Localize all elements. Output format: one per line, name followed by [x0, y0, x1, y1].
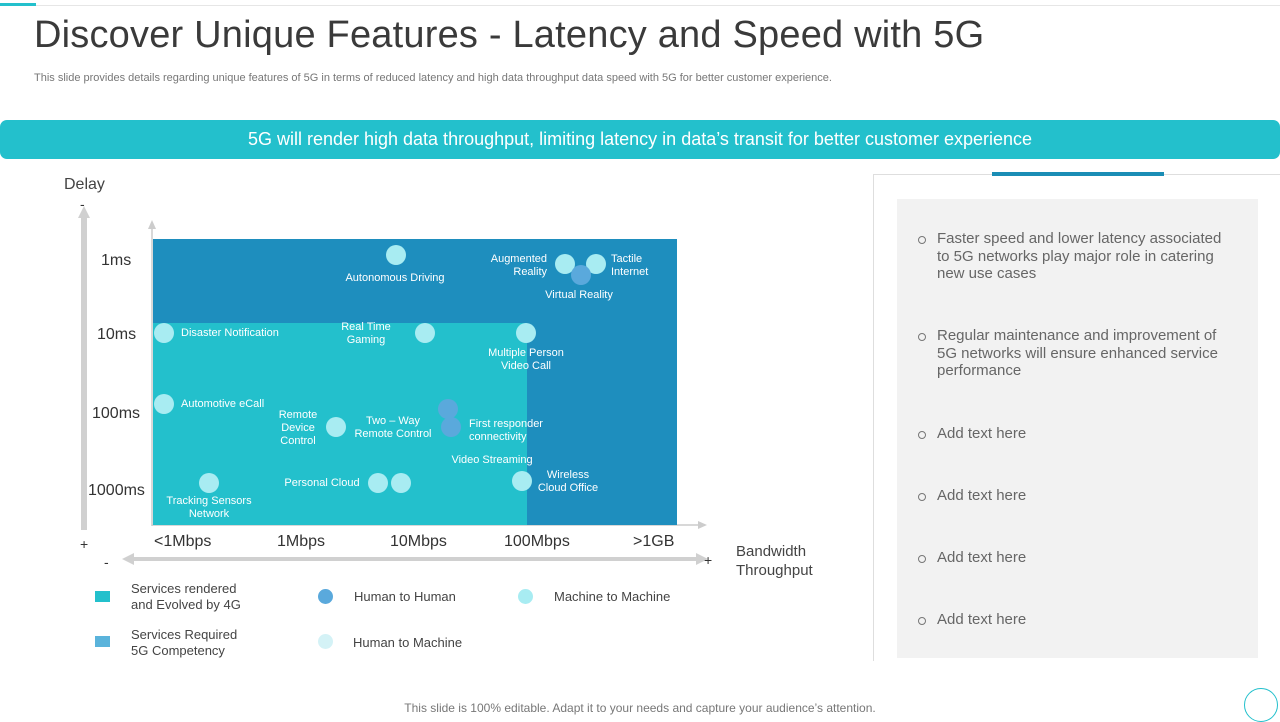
corner-circle-decoration	[1244, 688, 1278, 722]
footer-note: This slide is 100% editable. Adapt it to…	[404, 701, 876, 715]
point-label-autonomous-driving: Autonomous Driving	[345, 272, 445, 284]
point-label-multiple-person-video-call: Multiple Person Video Call	[488, 347, 564, 372]
point-label-real-time-gaming: Real Time Gaming	[341, 321, 391, 346]
x-tick-10mbps: 10Mbps	[390, 533, 447, 550]
top-accent-bar	[0, 3, 36, 6]
y-axis-minus-sign: -	[80, 196, 85, 212]
point-augmented-reality	[555, 254, 575, 274]
point-autonomous-driving	[386, 245, 406, 265]
bullet-marker-1	[918, 236, 926, 244]
point-personal-cloud	[368, 473, 388, 493]
legend-dot-machine-to-machine	[518, 589, 533, 604]
bullet-text-1[interactable]: Faster speed and lower latency associate…	[937, 230, 1222, 282]
y-axis-arrow-head	[78, 206, 90, 218]
y-axis-bar	[81, 216, 87, 530]
point-virtual-reality	[571, 265, 591, 285]
point-wireless-cloud-office	[512, 471, 532, 491]
legend-dot-human-to-human	[318, 589, 333, 604]
legend-services-4g-line1: Services rendered	[131, 581, 237, 596]
right-panel-accent-tab	[992, 172, 1164, 176]
point-label-first-responder-connectivity: First responder connectivity	[469, 418, 543, 443]
bullet-marker-5	[918, 555, 926, 563]
right-panel	[897, 199, 1258, 658]
legend-dot-human-to-machine	[318, 634, 333, 649]
x-axis-left-arrow-head	[122, 553, 134, 565]
top-rule	[0, 5, 1280, 6]
y-tick-10ms: 10ms	[97, 326, 137, 343]
point-label-tactile-internet: Tactile Internet	[611, 253, 649, 278]
point-tracking-sensors-network	[199, 473, 219, 493]
legend-services-5g-line2: 5G Competency	[131, 643, 225, 658]
bullet-marker-6	[918, 617, 926, 625]
point-label-augmented-reality: Augmented Reality	[490, 253, 547, 278]
legend-swatch-4g	[95, 591, 110, 602]
bullet-text-6[interactable]: Add text here	[937, 611, 1027, 628]
x-axis-minus-sign: -	[104, 554, 109, 570]
point-label-two-way-remote-control: Two – Way Remote Control	[354, 415, 432, 440]
x-tick-100mbps: 100Mbps	[504, 533, 570, 550]
legend-services-4g: Services rendered and Evolved by 4G	[131, 581, 241, 613]
x-tick-1mbps: 1Mbps	[277, 533, 326, 550]
page-title: Discover Unique Features - Latency and S…	[34, 14, 985, 56]
point-label-wireless-cloud-office: Wireless Cloud Office	[537, 469, 599, 494]
point-personal-cloud-secondary	[391, 473, 411, 493]
inner-x-axis-arrow	[698, 521, 707, 529]
bullet-text-3[interactable]: Add text here	[937, 425, 1027, 442]
point-label-video-streaming: Video Streaming	[451, 454, 533, 466]
point-label-disaster-notification: Disaster Notification	[181, 327, 279, 339]
legend-services-5g: Services Required 5G Competency	[131, 627, 237, 659]
legend-services-4g-line2: and Evolved by 4G	[131, 597, 241, 612]
point-disaster-notification	[154, 323, 174, 343]
bullet-marker-4	[918, 493, 926, 501]
x-axis-title-line1: Bandwidth	[736, 543, 807, 560]
point-automotive-ecall	[154, 394, 174, 414]
bullet-marker-2	[918, 333, 926, 341]
bullet-text-2[interactable]: Regular maintenance and improvement of 5…	[937, 327, 1218, 379]
point-multiple-person-video-call	[516, 323, 536, 343]
bullet-marker-3	[918, 431, 926, 439]
bullet-text-5[interactable]: Add text here	[937, 549, 1027, 566]
point-label-personal-cloud: Personal Cloud	[284, 477, 360, 489]
inner-y-axis-arrow	[148, 220, 156, 229]
highlight-banner: 5G will render high data throughput, lim…	[0, 120, 1280, 159]
point-first-responder-connectivity	[441, 417, 461, 437]
legend-swatch-5g	[95, 636, 110, 647]
x-axis-right-arrow-head	[696, 553, 708, 565]
x-tick-lt-1mbps: <1Mbps	[154, 533, 212, 550]
point-remote-device-control	[326, 417, 346, 437]
legend-human-to-machine: Human to Machine	[353, 635, 463, 650]
y-axis-plus-sign: +	[80, 536, 89, 552]
y-tick-1ms: 1ms	[101, 252, 132, 269]
point-tactile-internet	[586, 254, 606, 274]
legend-human-to-human: Human to Human	[354, 589, 456, 604]
point-label-virtual-reality: Virtual Reality	[545, 289, 613, 301]
bullet-text-4[interactable]: Add text here	[937, 487, 1027, 504]
page-subtitle: This slide provides details regarding un…	[34, 72, 832, 84]
x-axis-title-line2: Throughput	[736, 562, 813, 579]
point-label-remote-device-control: Remote Device Control	[278, 409, 318, 447]
x-axis-bar	[132, 557, 700, 561]
y-tick-1000ms: 1000ms	[88, 482, 145, 499]
x-axis-plus-sign: +	[704, 552, 713, 568]
y-tick-100ms: 100ms	[92, 405, 141, 422]
y-axis-title: Delay	[64, 176, 105, 193]
x-axis-title: Bandwidth Throughput	[736, 542, 813, 580]
point-real-time-gaming	[415, 323, 435, 343]
x-tick-gt-1gb: >1GB	[633, 533, 675, 550]
point-label-automotive-ecall: Automotive eCall	[181, 398, 265, 410]
legend-machine-to-machine: Machine to Machine	[554, 589, 671, 604]
point-label-tracking-sensors-network: Tracking Sensors Network	[166, 495, 252, 520]
point-two-way-remote-control	[438, 399, 458, 419]
legend-services-5g-line1: Services Required	[131, 627, 238, 642]
